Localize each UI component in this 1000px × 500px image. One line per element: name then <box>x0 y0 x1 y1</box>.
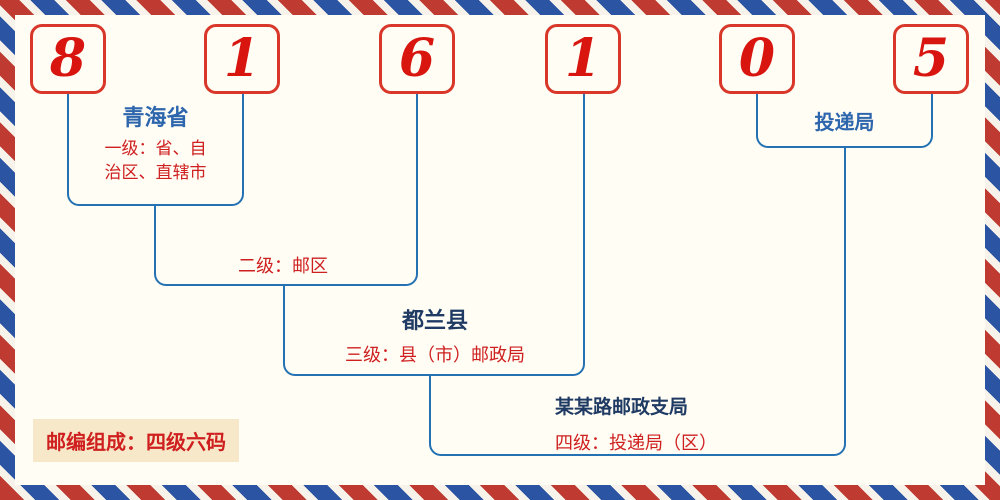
connector-digit4-line <box>583 94 585 288</box>
level4-description: 四级：投递局（区） <box>555 433 717 454</box>
level1-block: 青海省 一级：省、自治区、直辖市 <box>67 100 244 186</box>
connector-delivery-line <box>844 148 846 378</box>
digit-4: 1 <box>564 28 602 89</box>
connector-level2-bracket <box>154 206 418 286</box>
digit-3: 6 <box>398 28 436 89</box>
diagram-canvas <box>15 15 985 485</box>
connector-digit3-line <box>416 94 418 208</box>
digit-box-5: 0 <box>719 24 795 94</box>
level3-place-name: 都兰县 <box>401 309 468 334</box>
connector-level4-bracket <box>429 376 846 456</box>
level2-description: 二级：邮区 <box>238 256 328 277</box>
level4-place-name: 某某路邮政支局 <box>555 396 689 418</box>
delivery-office-label: 投递局 <box>814 110 875 134</box>
connector-level3-bracket <box>283 286 585 376</box>
level1-place-name: 青海省 <box>122 106 189 131</box>
digit-box-3: 6 <box>379 24 455 94</box>
level4-block: 某某路邮政支局 四级：投递局（区） <box>555 392 855 455</box>
level3-block: 都兰县 三级：县（市）邮政局 <box>285 303 585 367</box>
digit-6: 5 <box>912 28 950 89</box>
level3-description: 三级：县（市）邮政局 <box>345 345 525 366</box>
digit-box-4: 1 <box>545 24 621 94</box>
composition-badge: 邮编组成：四级六码 <box>33 419 239 462</box>
digit-5: 0 <box>738 28 776 89</box>
digit-1: 8 <box>49 28 87 89</box>
connector-level1-bracket <box>67 94 244 206</box>
level1-description: 一级：省、自治区、直辖市 <box>104 139 207 183</box>
connector-delivery-bracket <box>756 94 933 148</box>
digit-box-1: 8 <box>30 24 106 94</box>
digit-2: 1 <box>223 28 261 89</box>
digit-box-6: 5 <box>893 24 969 94</box>
digit-box-2: 1 <box>204 24 280 94</box>
